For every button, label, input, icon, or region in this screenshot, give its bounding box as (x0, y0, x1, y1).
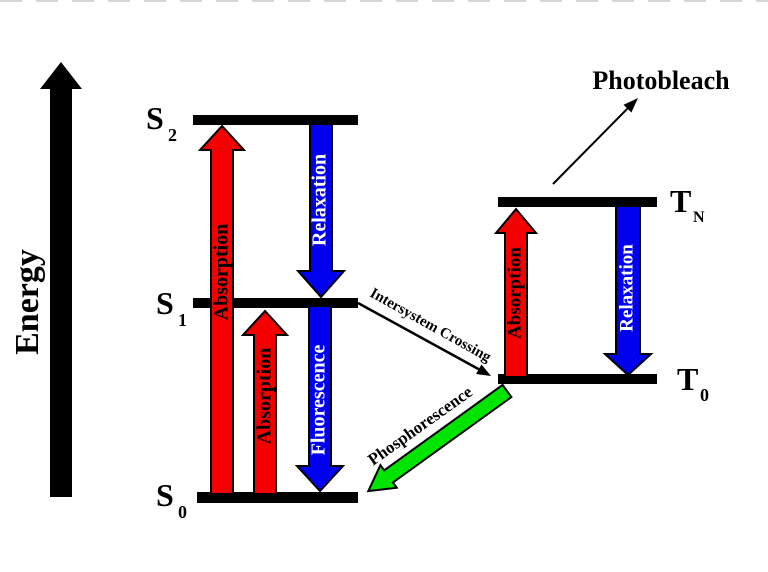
level-subscript-t0: 0 (700, 385, 709, 405)
relaxation-arrow-tn-t0 (602, 205, 654, 377)
level-bar-tn (498, 197, 657, 207)
level-label-s0: S 0 (156, 477, 187, 522)
level-symbol-s2: S (146, 100, 164, 136)
photobleach-arrowhead-icon (623, 98, 638, 113)
intersystem-crossing-arrowhead-icon (476, 364, 491, 376)
level-label-t0: T 0 (677, 361, 709, 405)
level-bar-t0 (498, 374, 657, 384)
fluorescence-arrow-s1-s0 (294, 305, 346, 493)
absorption-label-s0-s2: Absorption (211, 224, 233, 321)
level-symbol-s0: S (156, 477, 174, 513)
level-symbol-t0: T (677, 361, 698, 397)
level-subscript-tn: N (693, 209, 705, 226)
level-bar-s2 (193, 115, 358, 125)
absorption-label-t0-tn: Absorption (504, 247, 525, 339)
level-label-s2: S 2 (146, 100, 177, 145)
level-label-tn: T N (670, 183, 705, 226)
level-symbol-s1: S (156, 285, 174, 321)
level-subscript-s0: 0 (178, 502, 187, 522)
level-label-s1: S 1 (156, 285, 187, 330)
absorption-label-s0-s1: Absorption (254, 348, 276, 445)
level-bar-s1 (193, 298, 358, 308)
level-subscript-s2: 2 (168, 125, 177, 145)
photobleach-label: Photobleach (592, 66, 730, 95)
energy-axis: Energy (9, 62, 82, 497)
photobleach-line (552, 105, 631, 185)
relaxation-arrow-s2-s1 (295, 123, 347, 299)
absorption-arrow-s0-s1 (240, 309, 290, 495)
intersystem-crossing-label: Intersystem Crossing (367, 285, 494, 366)
energy-axis-label: Energy (9, 249, 46, 355)
energy-axis-arrow-icon (40, 62, 82, 497)
relaxation-label-tn-t0: Relaxation (616, 244, 637, 332)
fluorescence-label-s1-s0: Fluorescence (308, 345, 330, 456)
absorption-arrow-t0-tn (493, 207, 539, 378)
level-subscript-s1: 1 (178, 310, 187, 330)
absorption-arrow-s0-s2 (197, 124, 247, 495)
level-bar-s0 (197, 492, 358, 503)
level-symbol-tn: T (670, 183, 691, 219)
intersystem-crossing-line (357, 301, 483, 373)
phosphorescence-arrow (366, 383, 513, 493)
relaxation-label-s2-s1: Relaxation (309, 154, 331, 246)
